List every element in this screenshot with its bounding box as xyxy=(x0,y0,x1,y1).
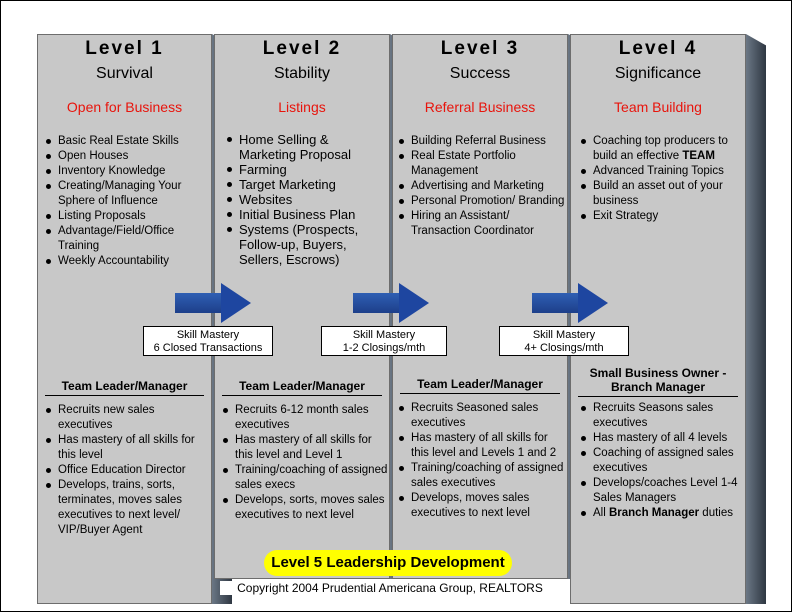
level-title: Level 4 xyxy=(618,38,698,59)
list-item: Training/coaching of assigned sales exec… xyxy=(396,461,566,491)
skills-list: Coaching top producers to build an effec… xyxy=(578,134,744,224)
list-item: Recruits new sales executives xyxy=(43,403,211,433)
skill-mastery-box: Skill Mastery 6 Closed Transactions xyxy=(143,326,273,356)
list-item: Recruits 6-12 month sales executives xyxy=(220,403,388,433)
list-item: Home Selling & Marketing Proposal xyxy=(224,132,388,162)
list-item: Advantage/Field/Office Training xyxy=(43,224,211,254)
list-item: Advertising and Marketing xyxy=(396,179,566,194)
list-item: Exit Strategy xyxy=(578,209,744,224)
list-item: Weekly Accountability xyxy=(43,254,211,269)
list-item: Training/coaching of assigned sales exec… xyxy=(220,463,388,493)
list-item: Building Referral Business xyxy=(396,134,566,149)
list-item: Inventory Knowledge xyxy=(43,164,211,179)
list-item: Coaching top producers to build an effec… xyxy=(578,134,744,164)
skill-mastery-box: Skill Mastery 1-2 Closings/mth xyxy=(321,326,447,356)
list-item: Target Marketing xyxy=(224,177,388,192)
list-item: Develops/coaches Level 1-4 Sales Manager… xyxy=(578,476,744,506)
level-subtitle: Significance xyxy=(614,65,702,82)
team-emphasis: TEAM xyxy=(682,150,715,162)
list-item: Has mastery of all 4 levels xyxy=(578,431,744,446)
list-item: Systems (Prospects, Follow-up, Buyers, S… xyxy=(224,222,388,267)
skills-list: Home Selling & Marketing Proposal Farmin… xyxy=(224,132,388,267)
list-item: Open Houses xyxy=(43,149,211,164)
list-item: Hiring an Assistant/ Transaction Coordin… xyxy=(396,209,566,239)
level-4-pillar: Level 4 Significance Team Building Coach… xyxy=(570,34,766,604)
list-item: Build an asset out of your business xyxy=(578,179,744,209)
list-item: Develops, trains, sorts, terminates, mov… xyxy=(43,478,211,538)
skill-mastery-box: Skill Mastery 4+ Closings/mth xyxy=(499,326,629,356)
level-title: Level 3 xyxy=(440,38,520,59)
list-item: Basic Real Estate Skills xyxy=(43,134,211,149)
list-item: Personal Promotion/ Branding xyxy=(396,194,566,209)
list-item: Recruits Seasons sales executives xyxy=(578,401,744,431)
list-item: Farming xyxy=(224,162,388,177)
manager-list: Recruits new sales executives Has master… xyxy=(43,403,211,538)
list-item: Listing Proposals xyxy=(43,209,211,224)
level-5-banner: Level 5 Leadership Development xyxy=(264,550,512,576)
list-item: Has mastery of all skills for this level xyxy=(43,433,211,463)
level-subtitle: Stability xyxy=(273,65,331,82)
list-item: Has mastery of all skills for this level… xyxy=(396,431,566,461)
list-item: Initial Business Plan xyxy=(224,207,388,222)
level-title: Level 1 xyxy=(85,38,164,59)
arrow-right-icon xyxy=(175,283,251,323)
manager-title: Team Leader/Manager xyxy=(392,377,568,394)
level-focus: Listings xyxy=(278,99,326,115)
copyright-text: Copyright 2004 Prudential Americana Grou… xyxy=(220,581,560,595)
manager-title: Small Business Owner - Branch Manager xyxy=(570,366,746,397)
skills-list: Building Referral Business Real Estate P… xyxy=(396,134,566,239)
list-item: Has mastery of all skills for this level… xyxy=(220,433,388,463)
level-1-pillar: Level 1 Survival Open for Business Basic… xyxy=(37,34,232,604)
arrow-right-icon xyxy=(532,283,608,323)
manager-title: Team Leader/Manager xyxy=(214,379,390,396)
list-item: Recruits Seasoned sales executives xyxy=(396,401,566,431)
list-item: All Branch Manager duties xyxy=(578,506,744,521)
list-item: Develops, moves sales executives to next… xyxy=(396,491,566,521)
list-item: Develops, sorts, moves sales executives … xyxy=(220,493,388,523)
list-item: Real Estate Portfolio Management xyxy=(396,149,566,179)
list-item: Advanced Training Topics xyxy=(578,164,744,179)
list-item: Websites xyxy=(224,192,388,207)
manager-title: Team Leader/Manager xyxy=(37,379,212,396)
level-subtitle: Success xyxy=(449,65,511,82)
list-item: Office Education Director xyxy=(43,463,211,478)
manager-list: Recruits 6-12 month sales executives Has… xyxy=(220,403,388,523)
manager-list: Recruits Seasons sales executives Has ma… xyxy=(578,401,744,521)
arrow-right-icon xyxy=(353,283,429,323)
level-focus: Open for Business xyxy=(66,99,183,115)
level-subtitle: Survival xyxy=(96,65,153,82)
level-focus: Team Building xyxy=(614,99,702,115)
manager-list: Recruits Seasoned sales executives Has m… xyxy=(396,401,566,521)
list-item: Coaching of assigned sales executives xyxy=(578,446,744,476)
level-focus: Referral Business xyxy=(424,99,536,115)
list-item: Creating/Managing Your Sphere of Influen… xyxy=(43,179,211,209)
skills-list: Basic Real Estate Skills Open Houses Inv… xyxy=(43,134,211,269)
level-title: Level 2 xyxy=(262,38,342,59)
